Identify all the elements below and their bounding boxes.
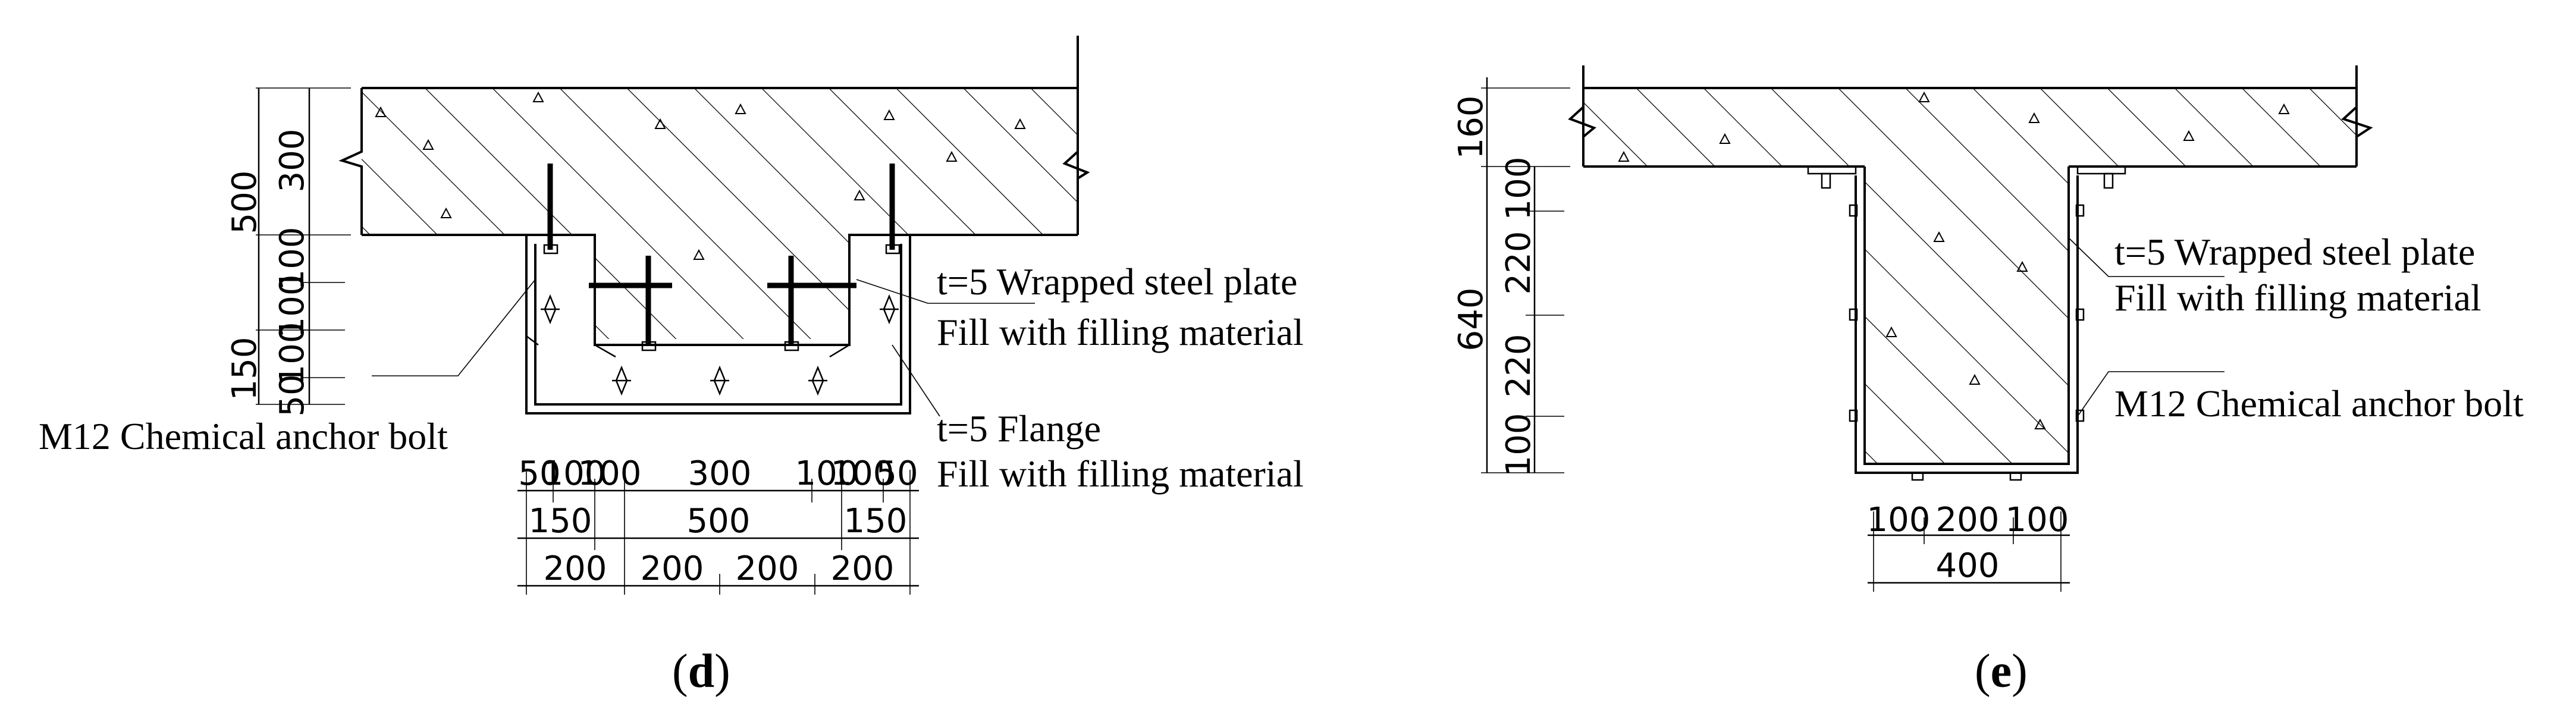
dim-e-total: 640 (1452, 288, 1491, 351)
concrete-section-d (338, 36, 1090, 339)
dims-bottom-e: 100 200 100 400 (1867, 501, 2070, 592)
dim-d-seg1: 100 (273, 227, 312, 291)
note-e-wrapped-plate: t=5 Wrapped steel plate (2114, 231, 2475, 273)
dim-d-b1-3: 300 (688, 454, 752, 493)
dim-d-b3-0: 200 (544, 549, 607, 588)
note-d-anchor: M12 Chemical anchor bolt (39, 415, 448, 457)
notes-d: t=5 Wrapped steel plate Fill with fillin… (39, 260, 1304, 495)
dim-d-flange-total: 150 (225, 337, 264, 401)
dim-d-flange-bottom: 50 (273, 374, 312, 416)
dim-d-b1-2: 100 (578, 454, 642, 493)
dim-d-b1-1: 100 (542, 454, 606, 493)
dim-d-b1-0: 50 (518, 454, 560, 493)
dim-d-b1-6: 50 (876, 454, 918, 493)
dim-d-b2-2: 150 (844, 502, 908, 541)
anchor-bolts-d (539, 164, 900, 395)
caption-e: (e) (1975, 645, 2028, 698)
dim-d-b1-5: 100 (831, 454, 895, 493)
panel-d: 500 300 100 100 100 150 50 50 100 100 (39, 36, 1304, 698)
dim-d-seg2: 100 (273, 275, 312, 338)
dims-left-e: 160 640 100 220 220 100 (1452, 77, 1570, 476)
dim-d-b1-4: 100 (795, 454, 859, 493)
dim-d-b2-0: 150 (529, 502, 592, 541)
anchor-bolts-e (1821, 172, 2114, 481)
dims-left-d: 500 300 100 100 100 150 50 (225, 87, 351, 417)
dim-e-b2-0: 400 (1936, 547, 2000, 585)
note-d-wrapped-fill: Fill with filling material (937, 311, 1304, 353)
note-e-anchor: M12 Chemical anchor bolt (2114, 382, 2524, 425)
note-d-flange: t=5 Flange (937, 407, 1101, 450)
dim-e-seg3: 220 (1499, 334, 1538, 398)
caption-d-letter: d (688, 645, 715, 698)
dim-d-seg3: 100 (273, 322, 312, 386)
dim-e-b1-1: 200 (1936, 501, 2000, 539)
wrapped-steel-plate-d (525, 234, 911, 414)
dims-bottom-d: 50 100 100 300 100 100 50 150 500 150 20… (517, 454, 919, 595)
caption-d: (d) (672, 645, 730, 698)
panel-e: 160 640 100 220 220 100 100 200 100 400 … (1452, 65, 2524, 698)
note-d-wrapped-plate: t=5 Wrapped steel plate (937, 260, 1297, 303)
dim-d-b3-1: 200 (641, 549, 704, 588)
notes-e: t=5 Wrapped steel plate Fill with fillin… (2068, 231, 2524, 425)
dim-e-b1-0: 100 (1867, 501, 1931, 539)
wrapped-steel-plate-e (1807, 165, 2126, 474)
dim-d-slab: 300 (273, 129, 312, 193)
caption-e-letter: e (1991, 645, 2012, 698)
dim-d-total: 500 (225, 171, 264, 234)
dim-e-slab: 160 (1452, 96, 1491, 159)
note-d-flange-fill: Fill with filling material (937, 453, 1304, 495)
dim-e-seg1: 100 (1499, 157, 1538, 221)
note-e-wrapped-fill: Fill with filling material (2114, 277, 2481, 319)
dim-e-b1-2: 100 (2006, 501, 2069, 539)
dim-d-b2-1: 500 (687, 502, 751, 541)
dim-d-b3-3: 200 (831, 549, 895, 588)
dim-e-seg4: 100 (1499, 413, 1538, 477)
dim-e-seg2: 220 (1499, 231, 1538, 295)
dim-d-b3-2: 200 (736, 549, 799, 588)
